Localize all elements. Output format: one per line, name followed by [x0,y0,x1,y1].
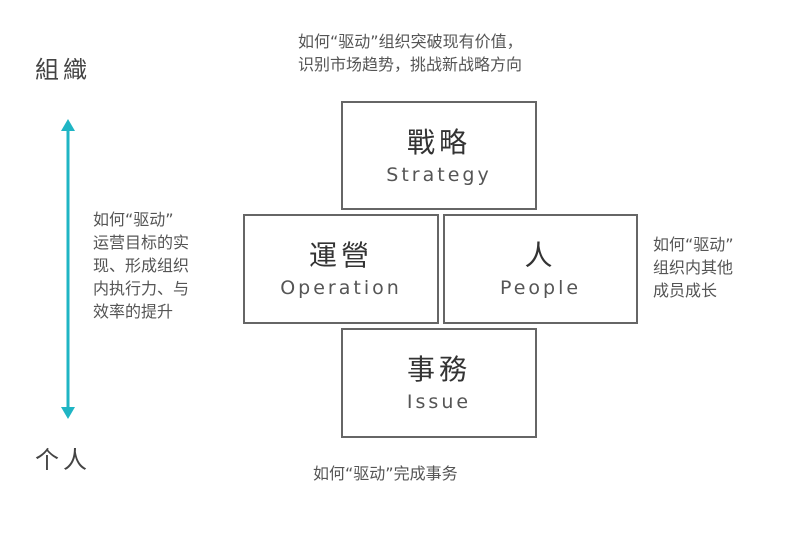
people-title-en: People [499,277,582,299]
issue-note: 如何“驱动”完成事务 [313,464,458,483]
operation-box: 運營 Operation [243,214,439,324]
note-line: 现、形成组织 [93,256,190,275]
note-line: 如何“驱动”组织突破现有价值， [298,32,523,51]
note-line: 内执行力、与 [93,279,190,298]
note-line: 如何“驱动” [653,235,734,254]
issue-title-cn: 事務 [406,353,471,386]
note-line: 效率的提升 [93,302,174,321]
axis-top-label: 組織 [35,56,91,84]
operation-title-cn: 運營 [308,239,373,272]
issue-box: 事務 Issue [341,328,537,438]
note-line: 成员成长 [653,281,718,300]
people-note: 如何“驱动” 组织内其他 成员成长 [653,233,773,302]
axis-bottom-label: 个人 [35,446,91,474]
people-title-cn: 人 [524,239,557,272]
strategy-title-en: Strategy [386,163,492,186]
strategy-title-cn: 戰略 [406,125,471,159]
note-line: 识别市场趋势，挑战新战略方向 [298,55,523,74]
vertical-axis-arrow [61,119,75,419]
note-line: 运营目标的实 [93,233,190,252]
note-line: 如何“驱动” [93,210,174,229]
operation-title-en: Operation [280,277,402,299]
people-box: 人 People [443,214,638,324]
strategy-box: 戰略 Strategy [341,101,537,210]
issue-title-en: Issue [406,391,472,413]
operation-note: 如何“驱动” 运营目标的实 现、形成组织 内执行力、与 效率的提升 [93,208,233,323]
note-line: 组织内其他 [653,258,734,277]
strategy-note: 如何“驱动”组织突破现有价值， 识别市场趋势，挑战新战略方向 [298,30,608,76]
